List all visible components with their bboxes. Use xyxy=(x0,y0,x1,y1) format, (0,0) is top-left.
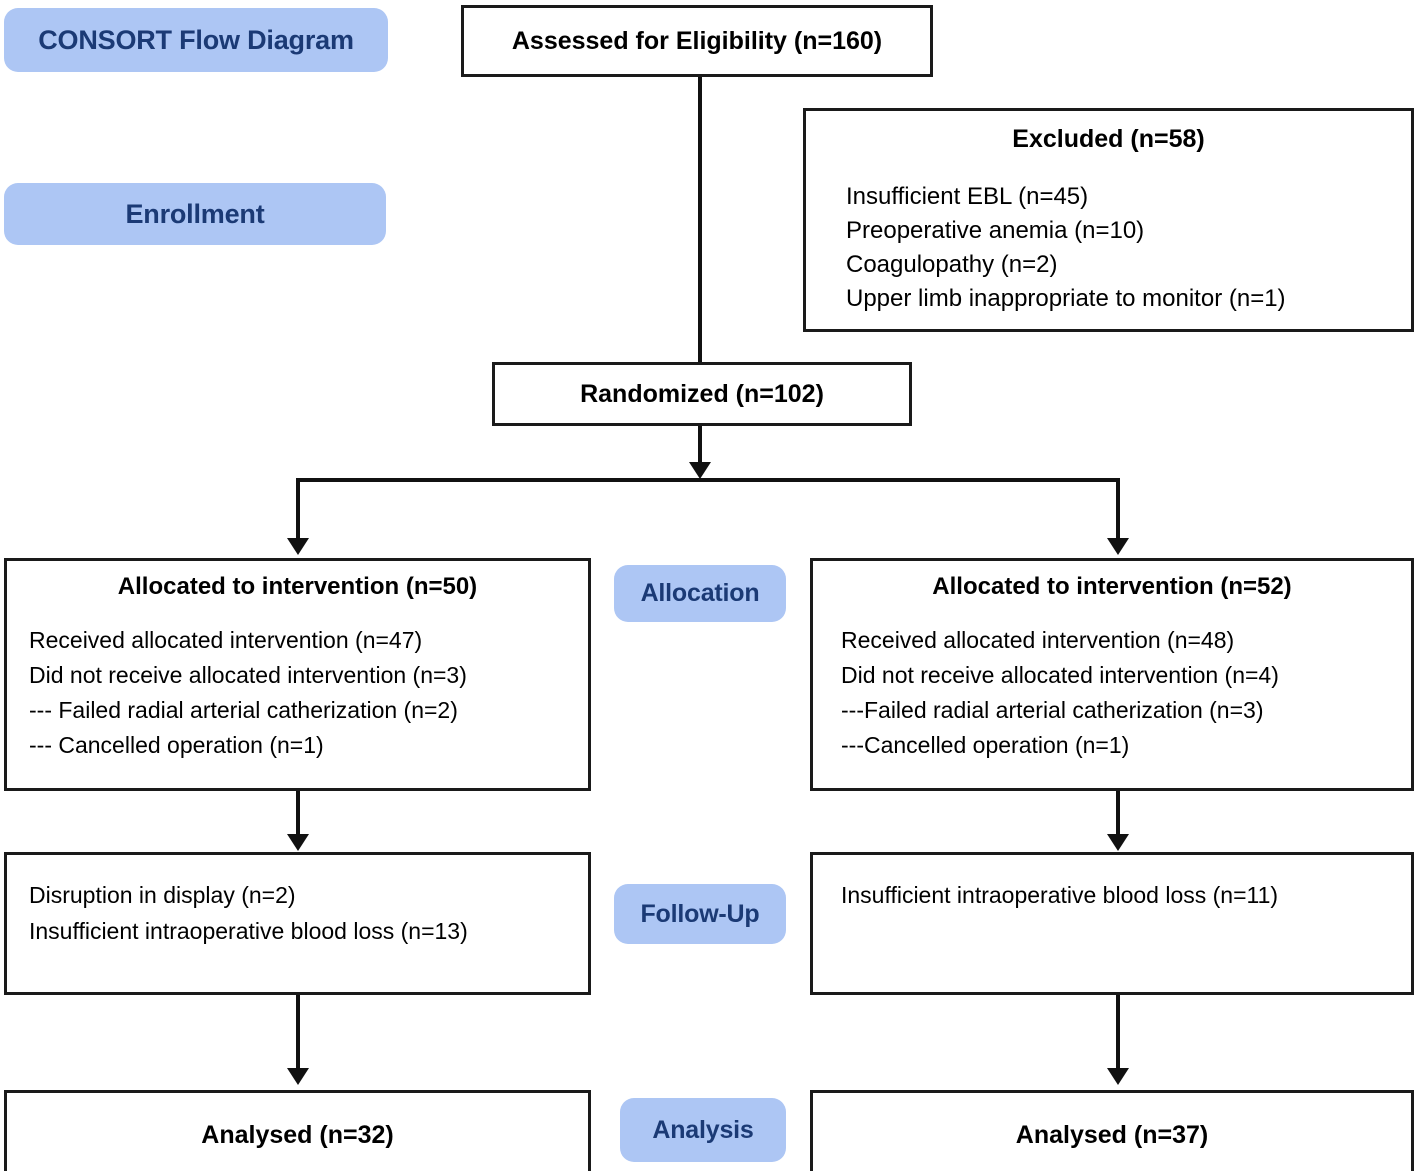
excluded-reason: Preoperative anemia (n=10) xyxy=(846,217,1145,244)
connector-split-left-drop xyxy=(296,478,300,540)
box-analysed-left: Analysed (n=32) xyxy=(4,1090,591,1171)
allocation-left-line: Received allocated intervention (n=47) xyxy=(29,627,423,653)
followup-left-line: Disruption in display (n=2) xyxy=(29,882,296,908)
followup-left-line: Insufficient intraoperative blood loss (… xyxy=(29,918,468,944)
connector-split-horizontal xyxy=(296,478,1120,482)
arrowhead-randomized-stem xyxy=(689,462,711,479)
connector-split-right-drop xyxy=(1116,478,1120,540)
analysed-left-title: Analysed (n=32) xyxy=(201,1120,394,1149)
box-randomized: Randomized (n=102) xyxy=(492,362,912,426)
randomized-title: Randomized (n=102) xyxy=(580,379,824,408)
analysed-right-title: Analysed (n=37) xyxy=(1015,1120,1209,1149)
box-analysed-right: Analysed (n=37) xyxy=(810,1090,1414,1171)
diagram-title-label: CONSORT Flow Diagram xyxy=(4,8,388,72)
box-followup-right: Insufficient intraoperative blood loss (… xyxy=(810,852,1414,995)
stage-enrollment-text: Enrollment xyxy=(125,198,265,229)
allocation-right-line: Did not receive allocated intervention (… xyxy=(841,662,1279,688)
stage-allocation-text: Allocation xyxy=(640,579,760,607)
excluded-reason: Upper limb inappropriate to monitor (n=1… xyxy=(846,285,1286,312)
allocation-right-line: Received allocated intervention (n=48) xyxy=(841,627,1235,653)
box-followup-left: Disruption in display (n=2) Insufficient… xyxy=(4,852,591,995)
box-assessed-for-eligibility: Assessed for Eligibility (n=160) xyxy=(461,5,933,77)
stage-label-allocation: Allocation xyxy=(614,565,786,622)
followup-right-line: Insufficient intraoperative blood loss (… xyxy=(841,882,1279,908)
stage-followup-text: Follow-Up xyxy=(640,899,760,928)
allocation-left-line: --- Cancelled operation (n=1) xyxy=(29,732,324,758)
arrowhead-followup-right xyxy=(1107,834,1129,851)
arrowhead-analysed-right xyxy=(1107,1068,1129,1085)
connector-followup-left-to-analysed xyxy=(296,995,300,1072)
assessed-title: Assessed for Eligibility (n=160) xyxy=(511,26,883,55)
box-allocation-right: Allocated to intervention (n=52) Receive… xyxy=(810,558,1414,791)
allocation-right-title: Allocated to intervention (n=52) xyxy=(932,573,1292,600)
stage-analysis-text: Analysis xyxy=(652,1115,754,1144)
allocation-right-line: ---Failed radial arterial catherization … xyxy=(841,697,1264,723)
connector-assessed-to-randomized xyxy=(698,77,702,364)
allocation-left-line: --- Failed radial arterial catherization… xyxy=(29,697,458,723)
connector-followup-right-to-analysed xyxy=(1116,995,1120,1072)
stage-label-enrollment: Enrollment xyxy=(4,183,386,245)
arrowhead-analysed-left xyxy=(287,1068,309,1085)
arrowhead-followup-left xyxy=(287,834,309,851)
connector-allocation-left-to-followup xyxy=(296,791,300,838)
stage-label-followup: Follow-Up xyxy=(614,884,786,944)
box-allocation-left: Allocated to intervention (n=50) Receive… xyxy=(4,558,591,791)
box-excluded: Excluded (n=58) Insufficient EBL (n=45) … xyxy=(803,108,1414,332)
arrowhead-allocation-left xyxy=(287,538,309,555)
excluded-reason: Coagulopathy (n=2) xyxy=(846,251,1058,278)
allocation-left-title: Allocated to intervention (n=50) xyxy=(117,573,478,600)
diagram-title-text: CONSORT Flow Diagram xyxy=(38,24,354,55)
excluded-title: Excluded (n=58) xyxy=(1012,125,1205,153)
arrowhead-allocation-right xyxy=(1107,538,1129,555)
connector-randomized-stem xyxy=(698,426,702,466)
stage-label-analysis: Analysis xyxy=(620,1098,786,1162)
connector-allocation-right-to-followup xyxy=(1116,791,1120,838)
allocation-left-line: Did not receive allocated intervention (… xyxy=(29,662,467,688)
excluded-reason: Insufficient EBL (n=45) xyxy=(846,183,1089,210)
allocation-right-line: ---Cancelled operation (n=1) xyxy=(841,732,1130,758)
